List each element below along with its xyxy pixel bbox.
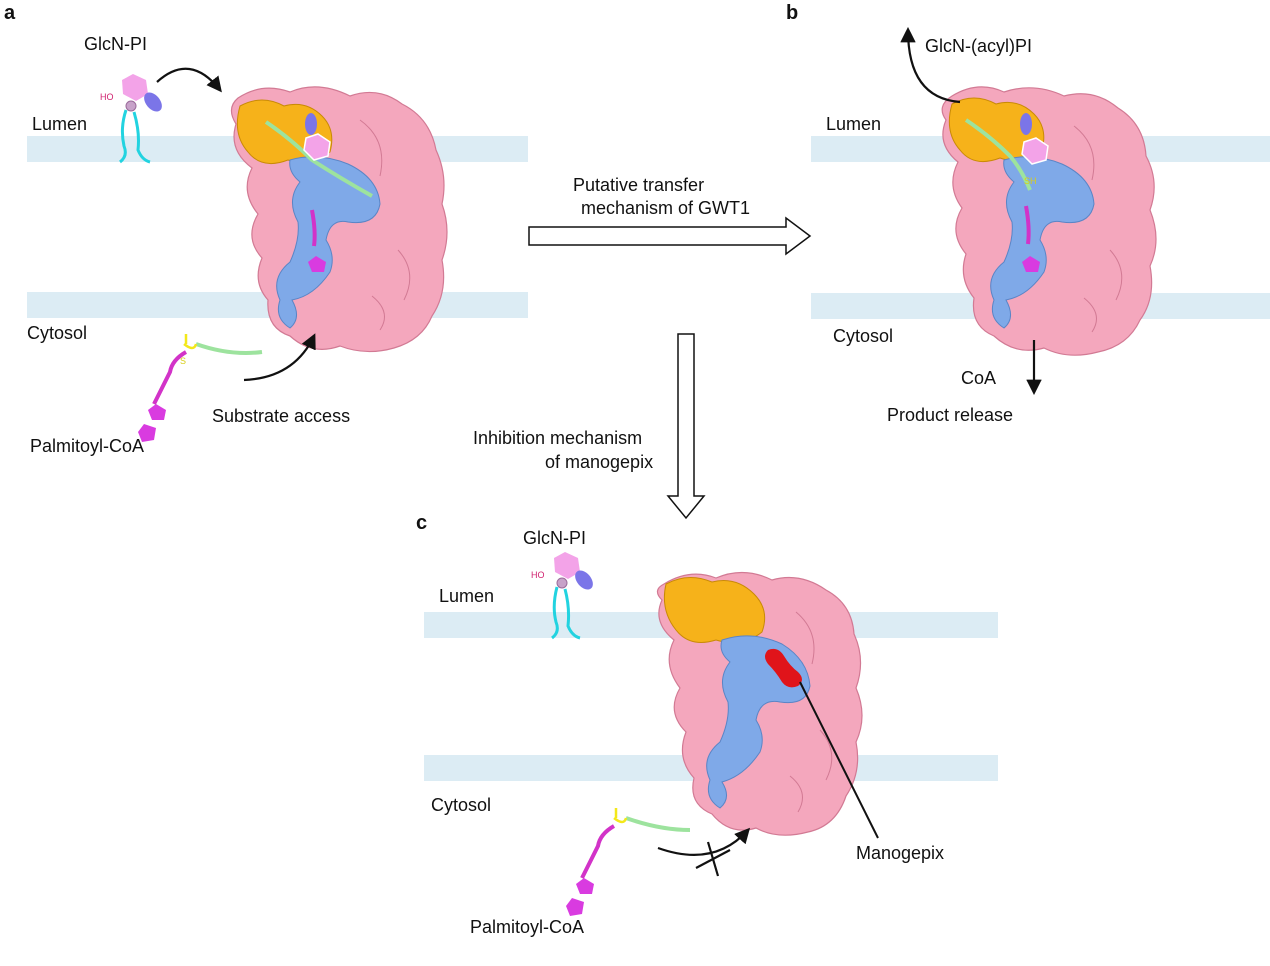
arrow-substrate-access-a xyxy=(243,333,316,382)
inhibition-hollow-arrow xyxy=(666,333,706,520)
arrow-product-exit-b xyxy=(900,26,961,104)
panel-c xyxy=(424,552,998,916)
manogepix-leader-line xyxy=(799,681,879,839)
palmitoyl-coa-molecule-a xyxy=(138,334,263,442)
protein-inner-contour-a xyxy=(359,119,411,331)
glcn-pi-label-c: GlcN-PI xyxy=(523,528,586,548)
lumenal-cap-c xyxy=(663,577,766,644)
lumen-label-b: Lumen xyxy=(826,114,882,134)
panel-label-c: c xyxy=(416,512,428,534)
cytosol-label-b: Cytosol xyxy=(833,326,894,346)
adenosine-bound-a xyxy=(308,256,326,272)
lumen-label-c: Lumen xyxy=(439,586,495,606)
panel-a xyxy=(27,67,528,442)
manogepix-molecule xyxy=(765,648,802,688)
panel-label-a: a xyxy=(4,2,16,24)
substrate-channel-a xyxy=(276,156,381,329)
inhibition-label-line2: of manogepix xyxy=(545,452,654,472)
protein-inner-contour-b xyxy=(1073,125,1123,333)
inositol-blade-bound-b xyxy=(1020,113,1032,135)
inhibition-label-line1: Inhibition mechanism xyxy=(473,428,643,448)
acyl-chain-bound-b xyxy=(964,118,1032,191)
product-label-b: GlcN-(acyl)PI xyxy=(925,36,1032,56)
arrow-blocked-access-c xyxy=(657,827,751,856)
panel-label-b: b xyxy=(786,2,799,24)
transfer-label-line1: Putative transfer xyxy=(573,175,705,195)
glucosamine-bound-b xyxy=(1021,137,1049,165)
adenosine-bound-b xyxy=(1022,256,1040,272)
transfer-label-line2: mechanism of GWT1 xyxy=(581,198,751,218)
cytosol-label-a: Cytosol xyxy=(27,323,88,343)
thioester-label-a: S xyxy=(180,356,187,366)
hydroxyl-label-c: HO xyxy=(531,570,545,580)
cytosol-label-c: Cytosol xyxy=(431,795,492,815)
coa-linker-bound-b xyxy=(1024,205,1031,245)
glcn-pi-label-a: GlcN-PI xyxy=(84,34,147,54)
manogepix-label-c: Manogepix xyxy=(856,843,945,863)
palmitoyl-coa-label-c: Palmitoyl-CoA xyxy=(470,917,585,937)
panel-b xyxy=(811,26,1270,396)
coa-label-b: CoA xyxy=(961,368,997,388)
blocked-cross-line-2 xyxy=(695,849,731,869)
product-release-label-b: Product release xyxy=(887,405,1014,425)
acyl-chain-bound-a xyxy=(264,120,373,198)
transfer-hollow-arrow xyxy=(528,216,812,256)
arrow-glcn-entry-a xyxy=(156,67,222,93)
glcn-pi-molecule-a xyxy=(119,74,162,164)
coa-linker-bound-a xyxy=(310,209,317,247)
protein-inner-contour-c xyxy=(789,611,833,813)
substrate-channel-b xyxy=(990,156,1095,329)
glucosamine-bound-a xyxy=(303,133,331,161)
inositol-blade-bound-a xyxy=(305,113,317,135)
palmitoyl-coa-label-a: Palmitoyl-CoA xyxy=(30,436,145,456)
lumen-label-a: Lumen xyxy=(32,114,88,134)
sulfhydryl-label-b: SH xyxy=(1024,176,1037,186)
substrate-access-label-a: Substrate access xyxy=(212,406,351,426)
glcn-pi-molecule-c xyxy=(551,552,593,640)
hydroxyl-label-a: HO xyxy=(100,92,114,102)
palmitoyl-coa-molecule-c xyxy=(566,808,691,916)
